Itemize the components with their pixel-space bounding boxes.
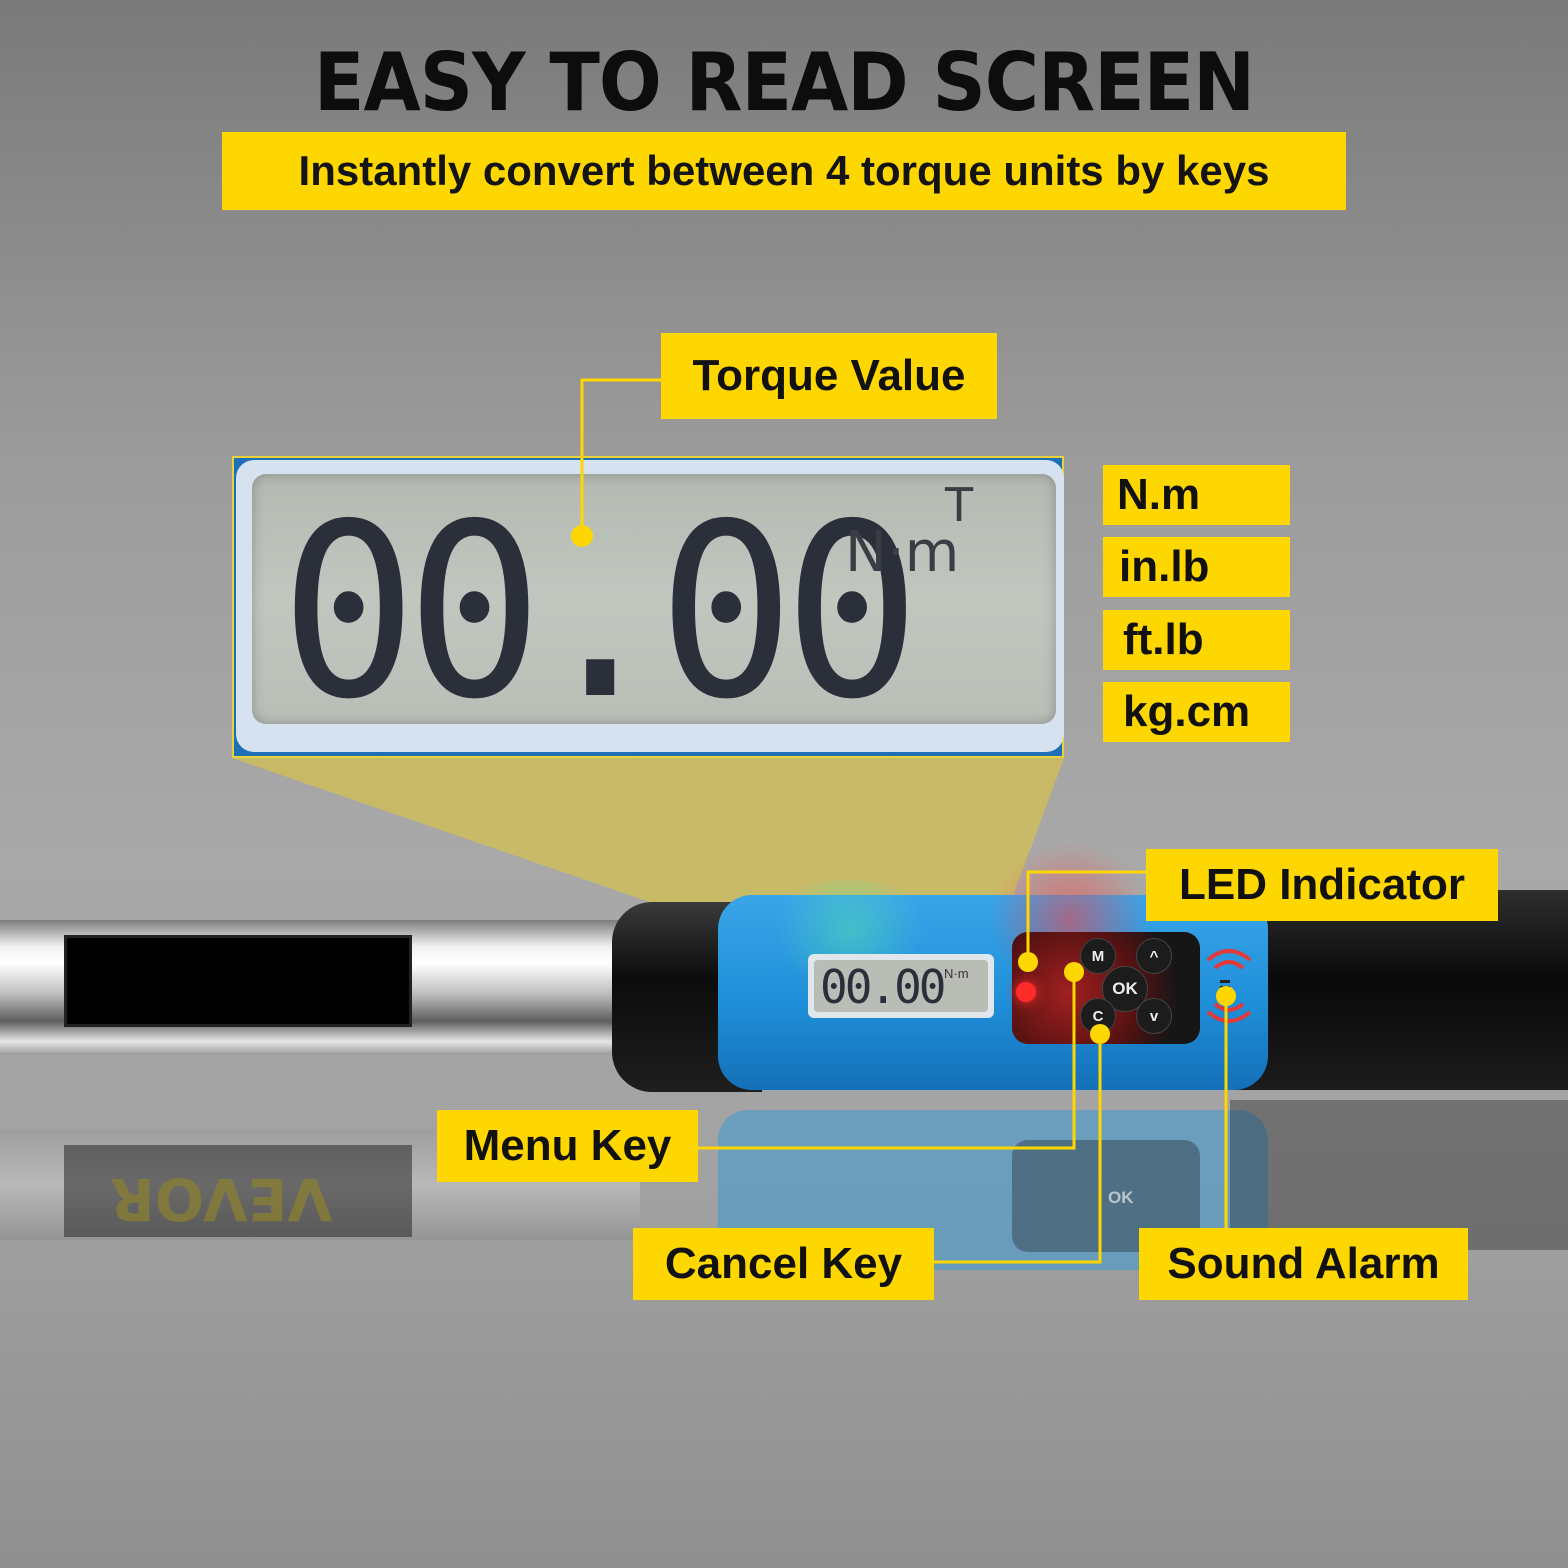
lcd-reading: 00.00 [280, 472, 921, 752]
shaft-label-redacted [64, 935, 412, 1027]
device-lcd-unit: N·m [944, 966, 969, 981]
callout-menu-key: Menu Key [437, 1110, 698, 1182]
callout-led-indicator: LED Indicator [1146, 849, 1498, 921]
sound-alarm-icon [1206, 949, 1252, 1023]
lcd-unit: N·m [845, 520, 960, 585]
unit-tag-nm: N.m [1103, 465, 1290, 525]
down-key[interactable]: v [1136, 998, 1172, 1034]
unit-tag-ftlb: ft.lb [1103, 610, 1290, 670]
callout-sound-alarm: Sound Alarm [1139, 1228, 1468, 1300]
reflection-grip [1230, 1100, 1568, 1250]
lcd-indicator: T [945, 478, 974, 532]
headline: EASY TO READ SCREEN [313, 36, 1255, 130]
cancel-key[interactable]: C [1080, 998, 1116, 1034]
device-lcd-reading: 00.00 [820, 960, 946, 1014]
unit-tag-kgcm: kg.cm [1103, 682, 1290, 742]
unit-tag-inlb: in.lb [1103, 537, 1290, 597]
reflection-label [64, 1145, 412, 1237]
callout-cancel-key: Cancel Key [633, 1228, 934, 1300]
reflection-logo: VEVOR [110, 1165, 333, 1233]
up-key[interactable]: ^ [1136, 938, 1172, 974]
callout-torque-value: Torque Value [661, 333, 997, 419]
subtitle-text: Instantly convert between 4 torque units… [298, 147, 1270, 194]
led-indicator-light [1016, 982, 1036, 1002]
menu-key[interactable]: M [1080, 938, 1116, 974]
grip-right [1230, 890, 1568, 1090]
subtitle-banner: Instantly convert between 4 torque units… [222, 132, 1346, 210]
reflection-ok: OK [1108, 1188, 1134, 1207]
